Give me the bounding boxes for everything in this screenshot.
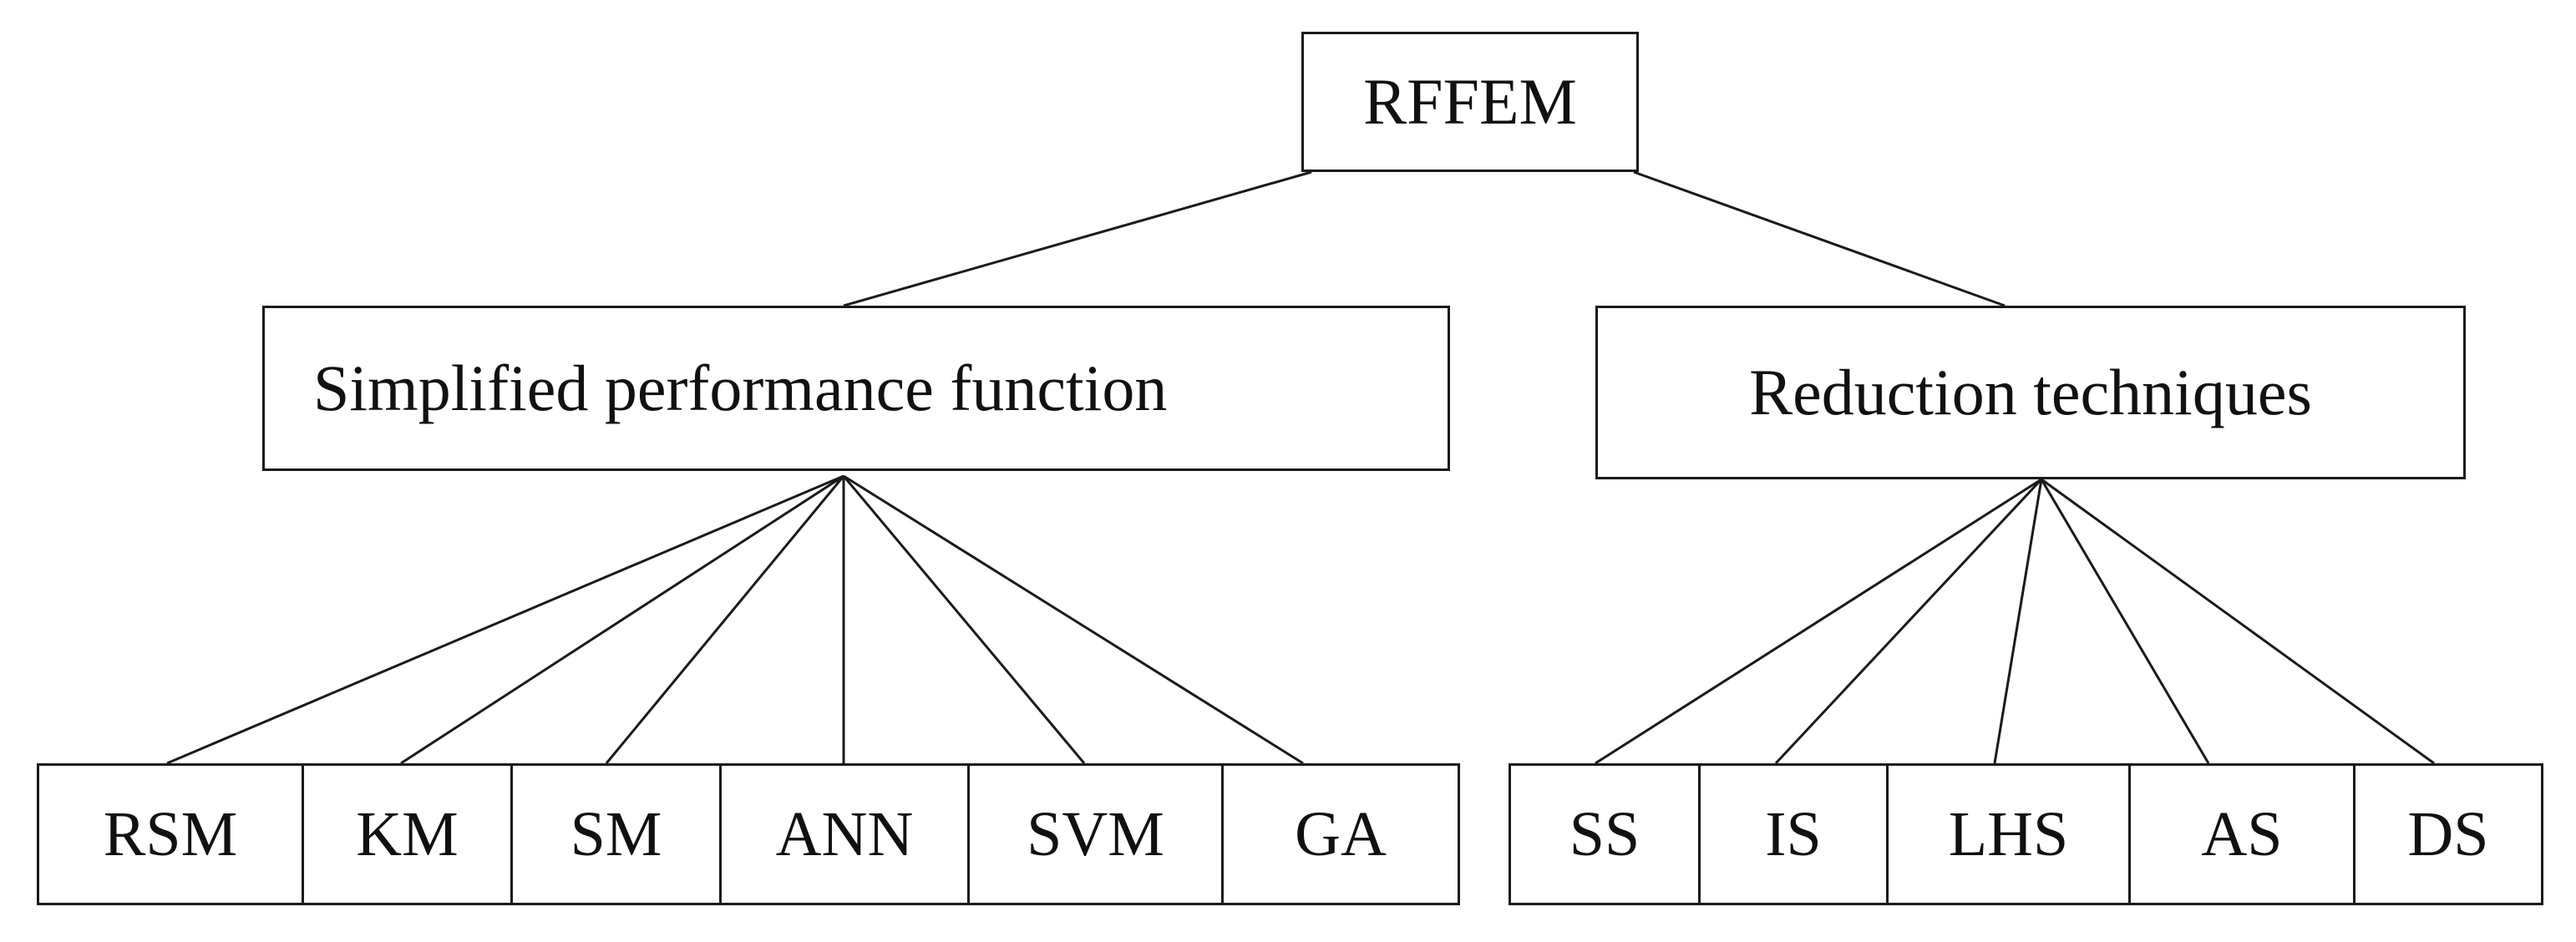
leaf-node-ds: DS <box>2353 763 2543 905</box>
leaf-node-svm: SVM <box>967 763 1224 905</box>
connector-to-is <box>1774 478 2043 765</box>
leaf-node-label: AS <box>2201 798 2283 869</box>
leaf-node-label: IS <box>1765 798 1822 869</box>
leaf-node-rsm: RSM <box>37 763 304 905</box>
leaf-node-label: SM <box>570 798 662 869</box>
leaf-node-label: GA <box>1295 798 1387 869</box>
leaf-node-as: AS <box>2128 763 2355 905</box>
leaf-node-ga: GA <box>1221 763 1460 905</box>
leaf-node-sm: SM <box>510 763 722 905</box>
leaf-node-label: KM <box>356 798 459 869</box>
leaf-node-is: IS <box>1698 763 1889 905</box>
branch-node-simplified-performance-function: Simplified performance function <box>262 306 1450 471</box>
leaf-node-ss: SS <box>1509 763 1701 905</box>
connector-to-ds <box>2041 478 2435 765</box>
leaf-node-ann: ANN <box>719 763 970 905</box>
connector-to-sm <box>605 475 845 764</box>
branch-node-reduction-techniques: Reduction techniques <box>1595 306 2466 479</box>
connector-to-svm <box>842 475 1086 764</box>
connector-to-km <box>400 474 844 765</box>
leaf-node-km: KM <box>302 763 513 905</box>
leaf-node-label: ANN <box>775 798 914 869</box>
connector-root-to-reduction-techniques <box>1633 170 2006 307</box>
leaf-node-label: DS <box>2407 798 2489 869</box>
leaf-node-label: SS <box>1569 798 1640 869</box>
root-node-rffem: RFFEM <box>1301 32 1639 172</box>
branch-node-label: Simplified performance function <box>313 352 1168 424</box>
connector-root-to-simplified-performance-function <box>843 170 1312 307</box>
leaf-node-label: SVM <box>1027 798 1164 869</box>
leaf-node-label: LHS <box>1948 798 2069 869</box>
connector-to-ga <box>843 474 1304 765</box>
connector-to-as <box>2040 479 2210 764</box>
connector-to-rsm <box>166 474 844 765</box>
connector-to-lhs <box>1993 479 2043 764</box>
leaf-node-lhs: LHS <box>1886 763 2131 905</box>
branch-node-label: Reduction techniques <box>1749 356 2312 428</box>
leaf-node-label: RSM <box>103 798 238 869</box>
connector-to-ss <box>1595 478 2042 765</box>
root-node-label: RFFEM <box>1363 65 1577 138</box>
